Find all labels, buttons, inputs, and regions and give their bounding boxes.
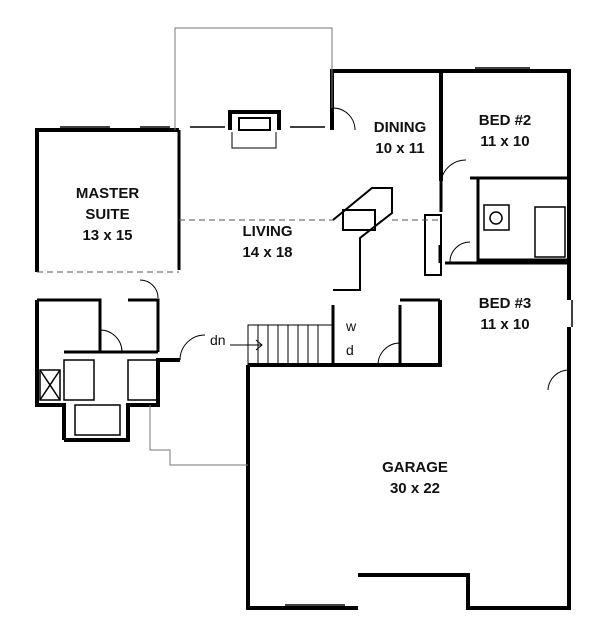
bed2-size: 11 x 10 (480, 133, 530, 150)
bed2-name: BED #2 (478, 112, 532, 129)
kitchen-counter (332, 187, 442, 291)
patio-outline (149, 27, 333, 466)
dashed-openings (37, 219, 441, 273)
bed3-size: 11 x 10 (480, 316, 530, 333)
washer-label: w (346, 318, 357, 334)
garage-label: GARAGE 30 x 22 (365, 457, 465, 499)
master-size: 13 x 15 (82, 227, 133, 244)
bed3-name: BED #3 (478, 295, 532, 312)
bed3-label: BED #3 11 x 10 (465, 293, 545, 335)
master-label: MASTER SUITE 13 x 15 (60, 183, 155, 246)
master-name-line2: SUITE (85, 206, 130, 223)
interior-walls (37, 130, 569, 365)
master-name-line1: MASTER (75, 185, 140, 202)
garage-size: 30 x 22 (389, 480, 441, 497)
dining-label: DINING 10 x 11 (360, 117, 440, 159)
windows (60, 67, 573, 606)
living-name: LIVING (242, 223, 293, 240)
bath-fixtures (39, 204, 566, 436)
dryer-label: d (346, 342, 354, 358)
stairs-label: dn (210, 332, 226, 348)
stairs (230, 324, 334, 366)
dining-size: 10 x 11 (375, 140, 425, 157)
door-swings (99, 107, 570, 391)
fireplace (228, 110, 281, 149)
garage-name: GARAGE (382, 459, 448, 476)
bed2-label: BED #2 11 x 10 (465, 110, 545, 152)
living-label: LIVING 14 x 18 (225, 221, 310, 263)
dining-name: DINING (373, 119, 427, 136)
living-size: 14 x 18 (242, 244, 293, 261)
